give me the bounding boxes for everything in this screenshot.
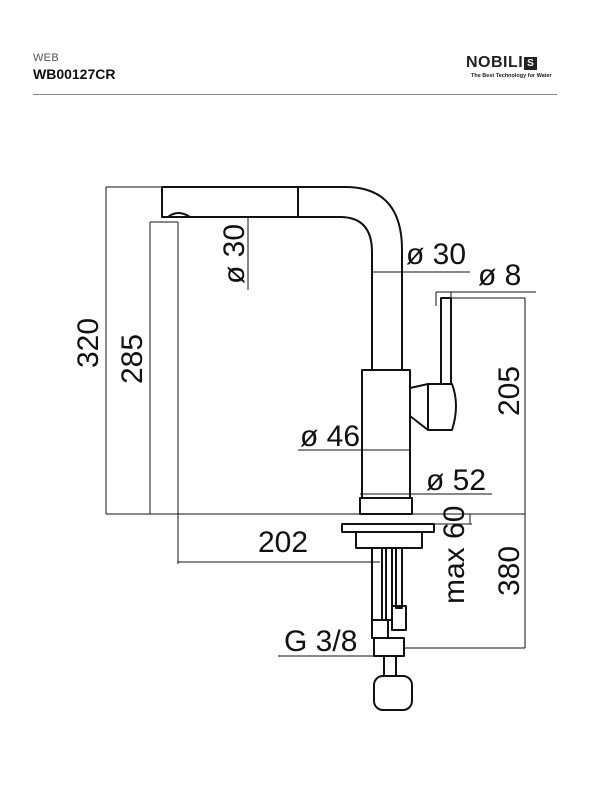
- lever-handle: [409, 383, 457, 431]
- lever-height-label: 205: [493, 366, 526, 416]
- faucet-outline: [161, 186, 457, 711]
- product-series: WEB: [33, 52, 59, 64]
- mounting-plate: [341, 523, 435, 533]
- spout-diameter-label: ø 30: [218, 224, 251, 284]
- body-diameter-label: ø 46: [300, 420, 360, 453]
- brand-tagline: The Best Technology for Water: [471, 73, 552, 79]
- hose-pipe-right: [395, 547, 403, 609]
- hose-weight: [373, 675, 413, 711]
- total-height-label: 320: [72, 318, 105, 368]
- lever-rod: [440, 297, 452, 385]
- hose-length-label: 380: [493, 546, 526, 596]
- connection-label: G 3/8: [284, 625, 357, 658]
- header-divider: [33, 94, 557, 95]
- lever-diameter-label: ø 8: [478, 259, 521, 292]
- spout-height-label: 285: [116, 334, 149, 384]
- base-diameter-label: ø 52: [426, 464, 486, 497]
- brand-mark-icon: S: [524, 57, 538, 70]
- spout-outlet: [167, 212, 191, 218]
- mounting-bracket: [355, 531, 423, 549]
- faucet-base: [359, 497, 413, 515]
- product-code: WB00127CR: [33, 66, 116, 82]
- threaded-stud: [371, 547, 383, 621]
- connection-nut: [373, 637, 405, 657]
- reach-label: 202: [258, 526, 308, 559]
- faucet-body: [361, 369, 411, 499]
- hose-fitting: [383, 655, 397, 677]
- brand-name: NOBILI: [466, 54, 524, 71]
- spout-arm: [161, 186, 403, 371]
- dimension-lines: [105, 186, 536, 657]
- connector-left: [371, 619, 389, 639]
- connector-right: [391, 605, 407, 631]
- deck-thickness-label: max 60: [438, 506, 471, 604]
- body-pipe-diameter-label: ø 30: [406, 238, 466, 271]
